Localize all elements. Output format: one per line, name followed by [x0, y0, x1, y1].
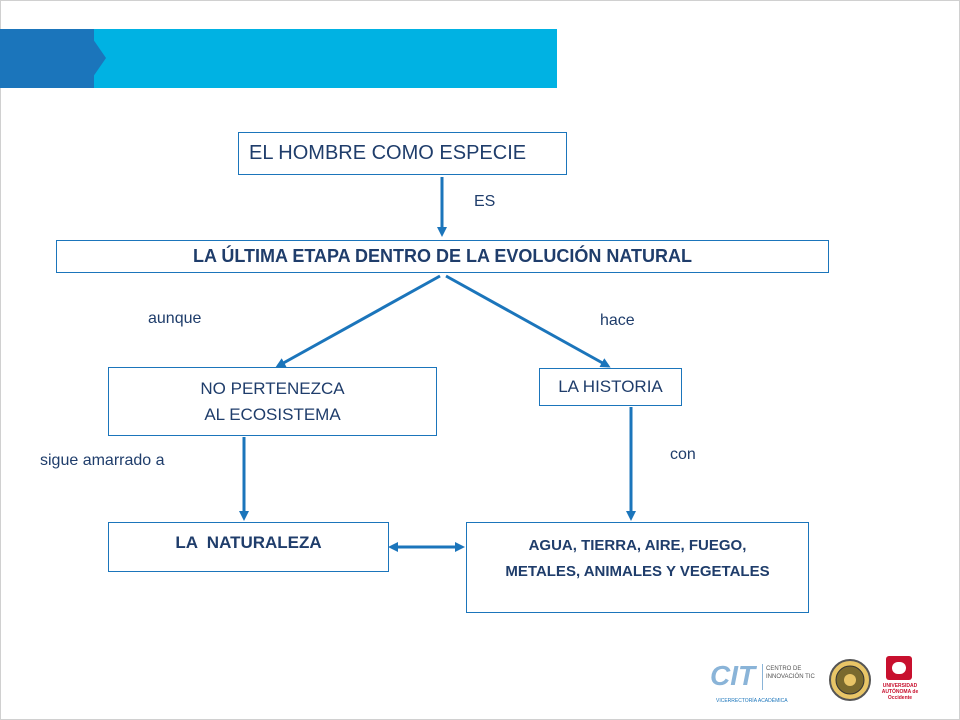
link-con: con: [670, 446, 696, 463]
cit-logo-sub3: VICERRECTORÍA ACADÉMICA: [716, 698, 788, 704]
concept-elements-line1: AGUA, TIERRA, AIRE, FUEGO,: [528, 537, 747, 554]
concept-nature: LA NATURALEZA: [108, 522, 389, 572]
uao-logo-mark-inner: [892, 662, 906, 674]
concept-right-label: LA HISTORIA: [558, 377, 663, 396]
concept-right: LA HISTORIA: [539, 368, 682, 406]
cit-logo: CIT CENTRO DE INNOVACIÓN TIC VICERRECTOR…: [710, 660, 820, 708]
concept-top: EL HOMBRE COMO ESPECIE: [238, 132, 567, 175]
concept-nature-label: LA NATURALEZA: [175, 533, 322, 552]
concept-left: NO PERTENEZCA AL ECOSISTEMA: [108, 367, 437, 436]
concept-elements-line2: METALES, ANIMALES Y VEGETALES: [505, 563, 770, 580]
footer-logos: CIT CENTRO DE INNOVACIÓN TIC VICERRECTOR…: [700, 650, 940, 710]
concept-main-label: LA ÚLTIMA ETAPA DENTRO DE LA EVOLUCIÓN N…: [193, 246, 692, 266]
arrow-hace: [445, 274, 611, 368]
link-aunque: aunque: [148, 310, 202, 327]
uao-logo: UNIVERSIDAD AUTÓNOMA de Occidente: [876, 656, 924, 706]
link-hace: hace: [600, 312, 635, 329]
cit-logo-sub1: CENTRO DE: [766, 666, 802, 672]
concept-left-line1: NO PERTENEZCA: [200, 378, 345, 398]
concept-main: LA ÚLTIMA ETAPA DENTRO DE LA EVOLUCIÓN N…: [56, 240, 829, 273]
arrow-aunque: [275, 274, 441, 368]
uao-logo-text: UNIVERSIDAD AUTÓNOMA de Occidente: [881, 683, 919, 701]
header-banner-chevron: [86, 29, 106, 87]
cit-logo-text: CIT: [710, 660, 756, 691]
link-sigue: sigue amarrado a: [40, 452, 165, 469]
cit-logo-sub2: INNOVACIÓN TIC: [766, 674, 815, 680]
concept-top-label: EL HOMBRE COMO ESPECIE: [249, 142, 527, 164]
cit-logo-divider: [762, 664, 763, 690]
link-es: ES: [474, 193, 496, 210]
concept-elements: AGUA, TIERRA, AIRE, FUEGO, METALES, ANIM…: [466, 522, 809, 613]
concept-left-line2: AL ECOSISTEMA: [204, 404, 341, 424]
header-banner-accent: [0, 29, 94, 88]
university-seal-logo: [829, 659, 871, 701]
